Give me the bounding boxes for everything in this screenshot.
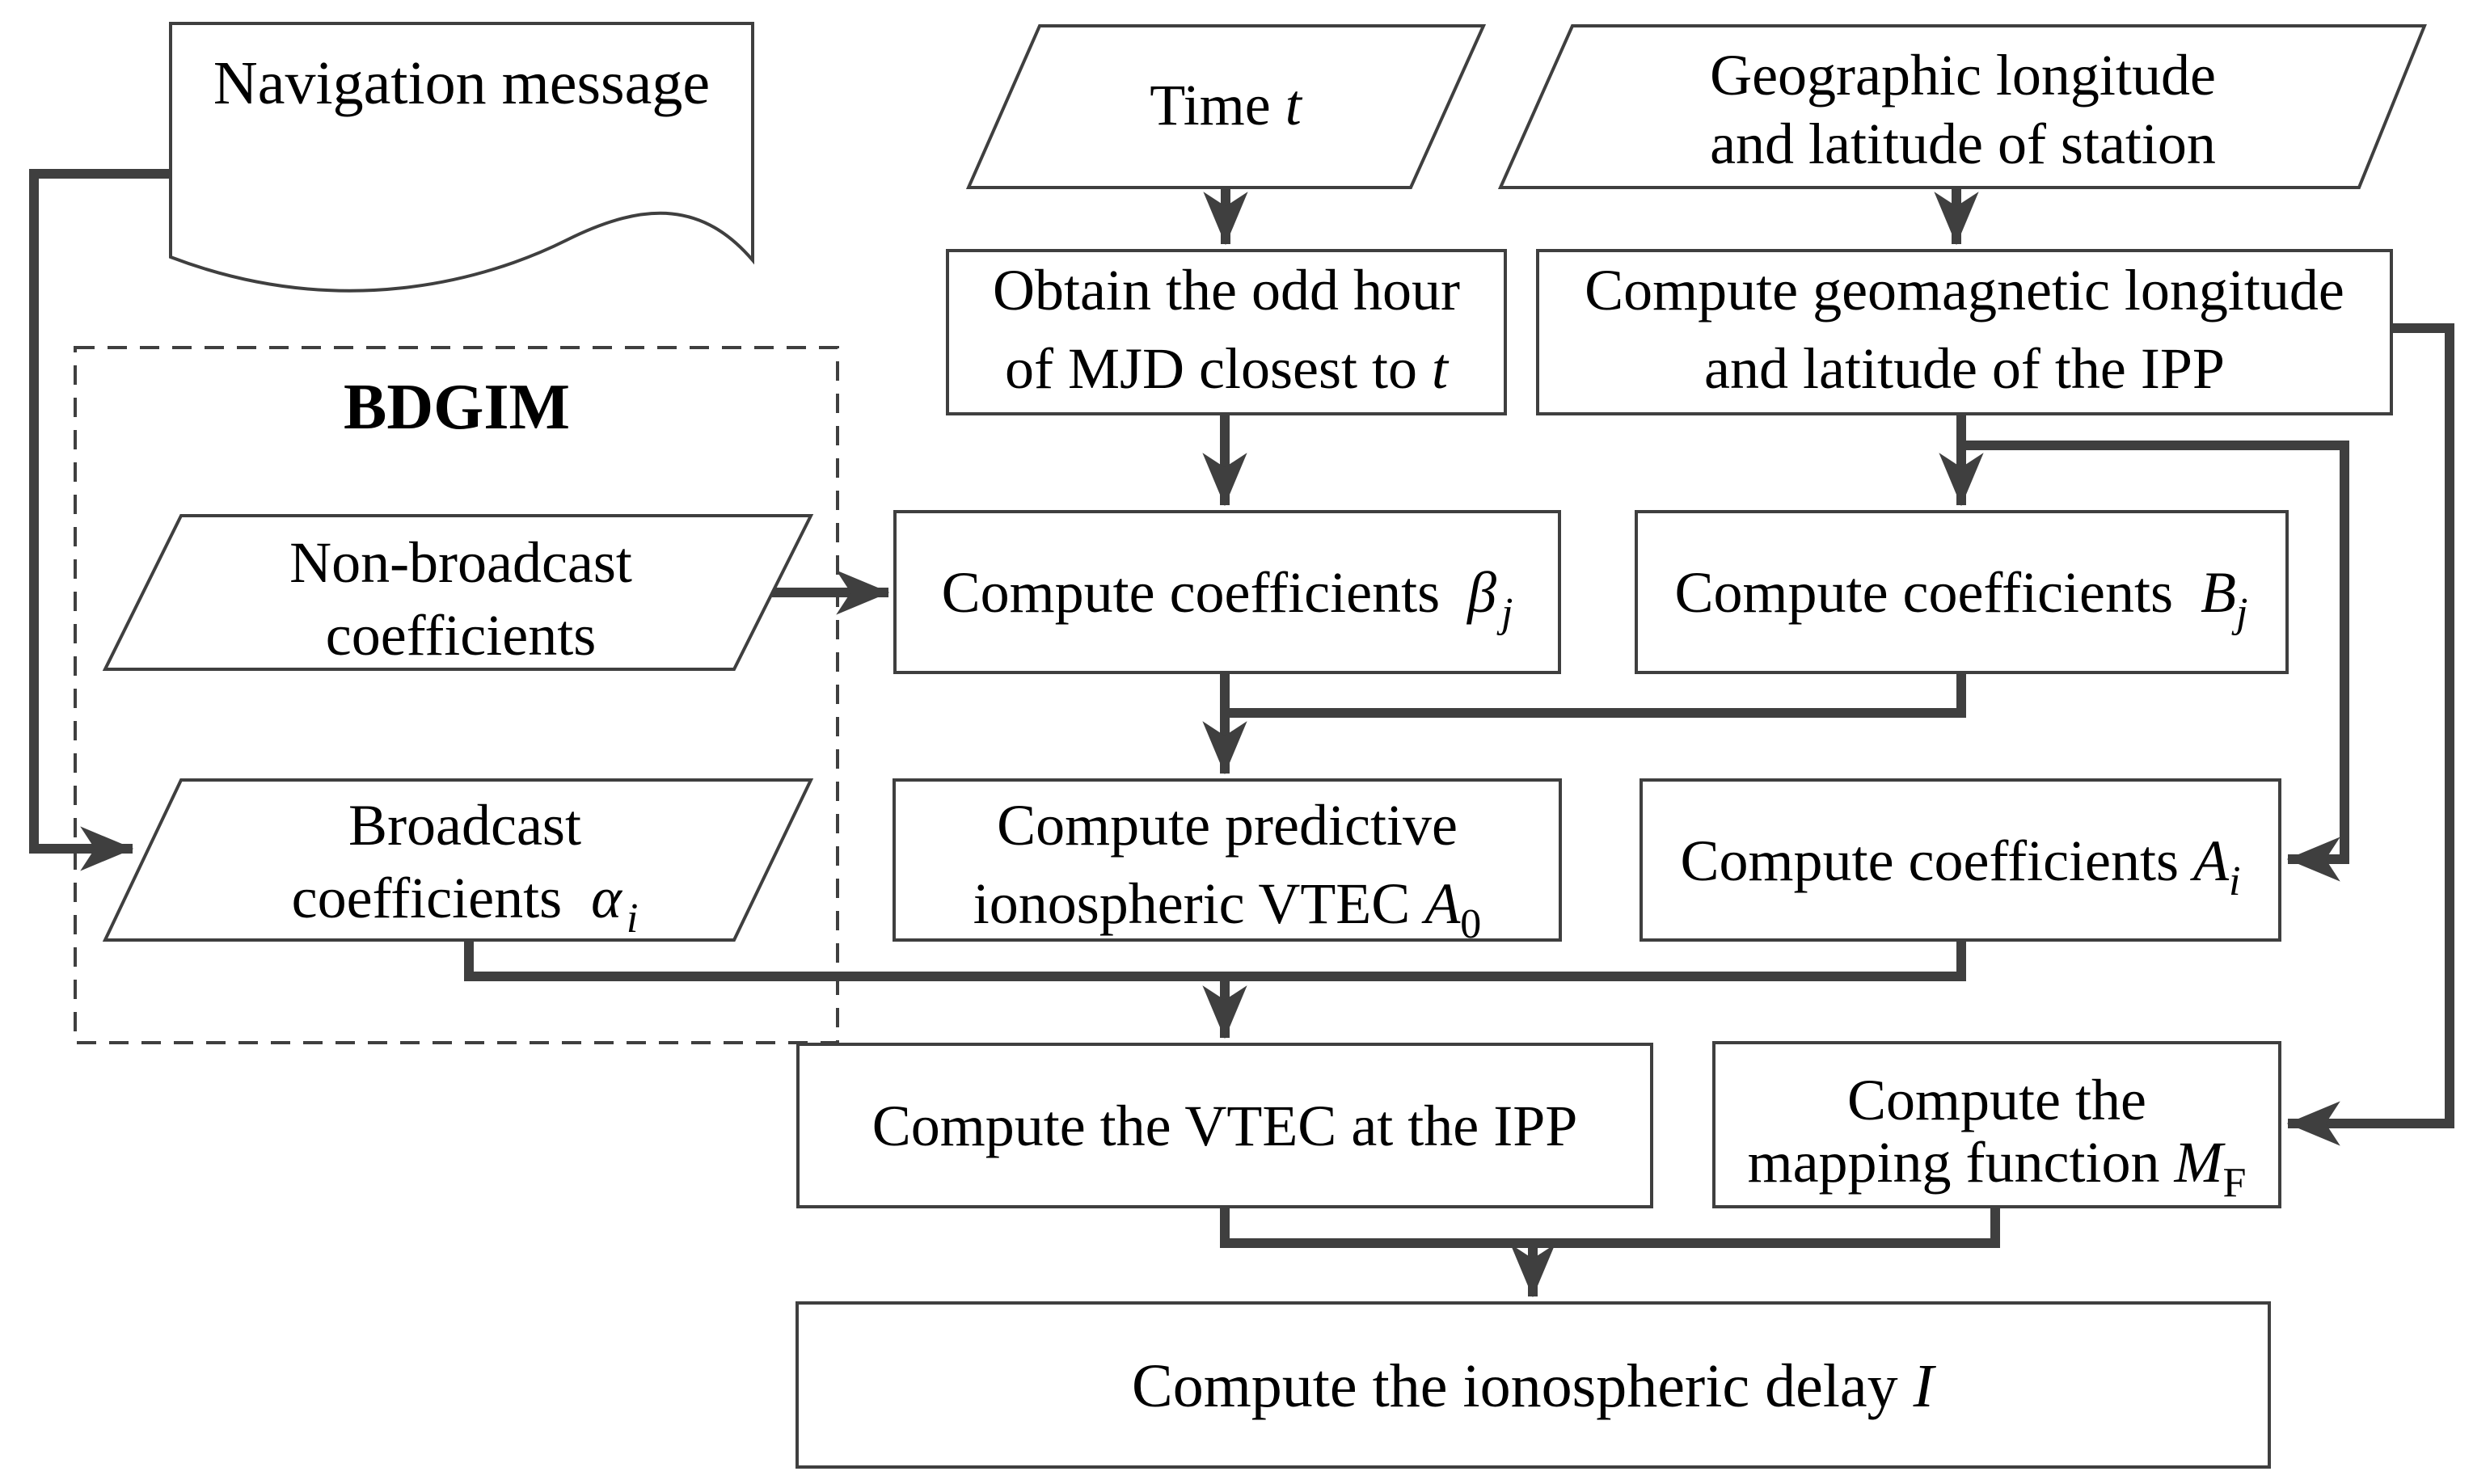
time-input-node: Time t — [965, 24, 1487, 189]
broadcast-label-line1: Broadcast — [348, 793, 581, 858]
nonbroadcast-parallelogram — [102, 514, 814, 671]
navigation-message-label: Navigation message — [213, 49, 710, 117]
a0-vtec-box: Compute predictive ionospheric VTEC A0 — [893, 778, 1562, 947]
bj-coefficients-box: Compute coefficients Bj — [1635, 510, 2289, 674]
geomagnetic-label-line1: Compute geomagnetic longitude — [1585, 258, 2344, 323]
time-label: Time t — [1150, 73, 1302, 137]
ai-coefficients-box: Compute coefficients Ai — [1640, 778, 2281, 942]
nonbroadcast-node: Non-broadcast coefficients — [102, 514, 814, 671]
a0-label-line2: ionospheric VTEC A0 — [973, 871, 1482, 947]
a0-label-line1: Compute predictive — [997, 793, 1458, 858]
a0-vtec-rect — [893, 778, 1562, 942]
geomagnetic-label-line2: and latitude of the IPP — [1704, 336, 2225, 401]
nonbroadcast-label-line2: coefficients — [326, 603, 597, 668]
obtain-odd-hour-box: Obtain the odd hour of MJD closest to t — [946, 249, 1507, 415]
bdgim-dashed-box — [74, 346, 839, 1044]
document-shape — [169, 22, 754, 293]
broadcast-parallelogram — [102, 778, 814, 942]
geo-parallelogram — [1497, 24, 2427, 189]
geo-label-line2: and latitude of station — [1710, 112, 2216, 176]
ai-coefficients-rect — [1640, 778, 2281, 942]
ai-coefficients-label: Compute coefficients Ai — [1681, 828, 2241, 904]
ionospheric-delay-rect — [795, 1301, 2271, 1469]
mf-label-line2: mapping function MF — [1748, 1130, 2247, 1206]
geomagnetic-box: Compute geomagnetic longitude and latitu… — [1536, 249, 2393, 415]
mf-label-line1: Compute the — [1847, 1068, 2146, 1132]
bj-coefficients-rect — [1635, 510, 2289, 674]
time-parallelogram — [965, 24, 1487, 189]
conn-bj-merge — [1225, 672, 1966, 718]
mapping-function-box: Compute the mapping function MF — [1712, 1041, 2281, 1208]
obtain-label-line1: Obtain the odd hour — [993, 258, 1460, 323]
conn-geomag-ai — [1961, 441, 2349, 882]
vtec-ipp-label: Compute the VTEC at the IPP — [872, 1094, 1578, 1158]
ionospheric-delay-box: Compute the ionospheric delay I — [795, 1301, 2271, 1469]
vtec-ipp-box: Compute the VTEC at the IPP — [796, 1043, 1653, 1208]
bdgim-label: BDGIM — [344, 372, 570, 443]
bj-coefficients-label: Compute coefficients Bj — [1675, 560, 2248, 636]
navigation-message-node: Navigation message — [169, 22, 754, 293]
ionospheric-delay-label: Compute the ionospheric delay I — [1132, 1352, 1937, 1420]
conn-alpha-ai-merge — [464, 940, 1966, 981]
geo-label-line1: Geographic longitude — [1710, 43, 2216, 108]
geomagnetic-rect — [1536, 249, 2393, 415]
beta-coefficients-rect — [893, 510, 1561, 674]
geo-input-node: Geographic longitude and latitude of sta… — [1497, 24, 2427, 189]
nonbroadcast-label-line1: Non-broadcast — [289, 530, 632, 595]
obtain-odd-hour-rect — [946, 249, 1507, 415]
vtec-ipp-rect — [796, 1043, 1653, 1208]
mapping-function-rect — [1712, 1041, 2281, 1208]
bdgim-group: BDGIM — [74, 346, 839, 1044]
obtain-label-line2: of MJD closest to t — [1005, 336, 1450, 401]
conn-vtec-mf-merge — [1220, 1207, 2000, 1248]
conn-geomag-mf — [2286, 323, 2454, 1146]
conn-nav-broadcast — [29, 169, 171, 871]
